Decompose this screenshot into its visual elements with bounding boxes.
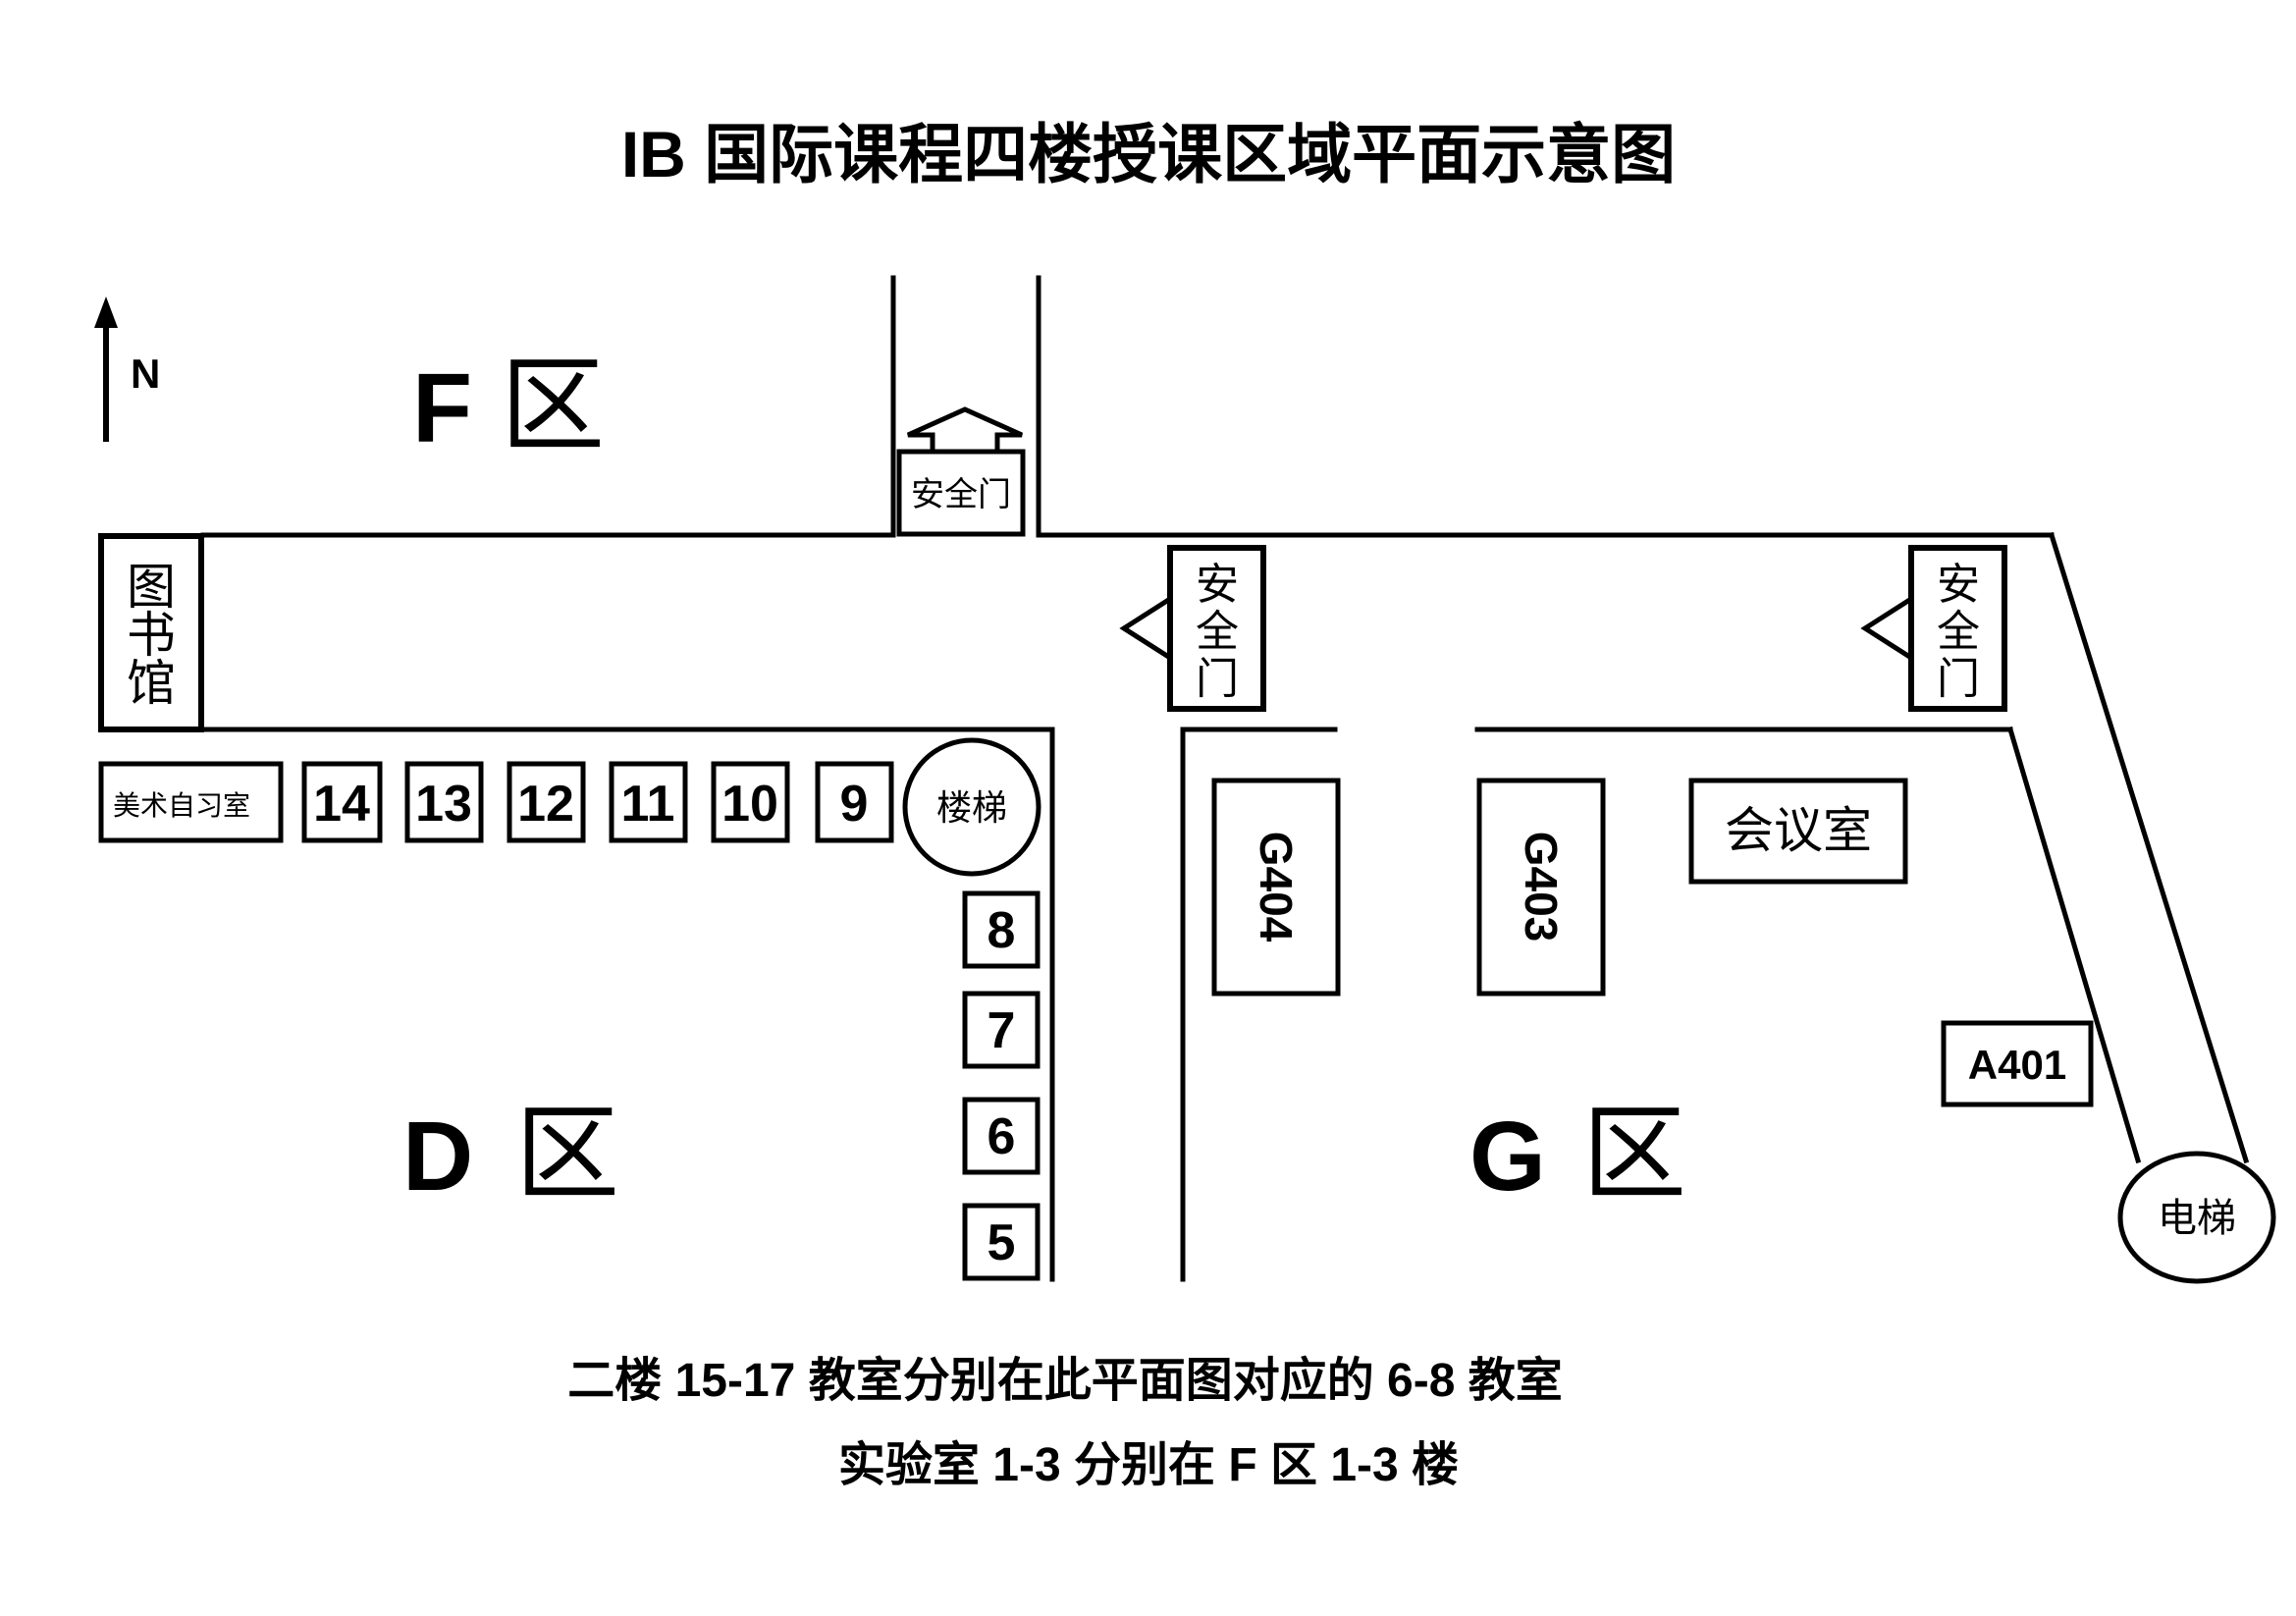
library-char-3: 馆 [127,655,176,712]
center-exit-char-3: 门 [1196,654,1239,704]
classroom-6 [962,1097,1041,1175]
center-exit-char-2: 全 [1196,607,1239,657]
stairs [902,737,1041,877]
classroom-10 [711,761,790,843]
classroom-8 [962,890,1041,969]
stairs-label: 楼梯 [936,788,1007,829]
north-safety-exit [896,449,1026,537]
elevator-label: 电梯 [2158,1196,2236,1241]
corridor-walls [200,275,2250,1282]
library-char-2: 书 [127,607,176,664]
classroom-5-label: 5 [988,1214,1016,1271]
room-g403-label: G403 [1516,832,1567,943]
east-exit-char-2: 全 [1937,607,1980,657]
map-title: IB 国际课程四楼授课区域平面示意图 [621,118,1676,190]
zone-f-suffix: 区 [501,346,605,466]
zone-d-label: D [402,1102,473,1212]
elevator [2117,1151,2276,1284]
north-exit-label: 安全门 [911,475,1011,514]
north-classroom-row: 14 13 12 11 10 9 [301,761,894,843]
classroom-5 [962,1203,1041,1281]
center-exit-arrow-icon [1119,589,1173,668]
library [98,533,204,732]
north-exit-arrow-icon [906,406,1024,455]
room-a401-label: A401 [1968,1042,2066,1088]
east-classroom-column: 8 7 6 5 [962,890,1041,1281]
east-exit-arrow-icon [1860,589,1914,668]
classroom-13-label: 13 [415,776,472,833]
room-a401 [1941,1020,2094,1107]
classroom-9-label: 9 [840,776,869,833]
art-study-room-label: 美术自习室 [113,789,250,822]
classroom-8-label: 8 [988,902,1016,959]
classroom-14 [301,761,383,843]
note-line-2: 实验室 1-3 分别在 F 区 1-3 楼 [838,1439,1459,1491]
center-safety-exit [1167,545,1266,712]
east-exit-char-1: 安 [1937,560,1980,610]
east-exit-char-3: 门 [1937,654,1980,704]
classroom-14-label: 14 [313,776,370,833]
east-safety-exit [1908,545,2007,712]
zone-d-suffix: 区 [515,1094,619,1214]
classroom-10-label: 10 [721,776,778,833]
zone-g-suffix: 区 [1582,1094,1686,1214]
meeting-room-label: 会议室 [1725,802,1872,859]
note-line-1: 二楼 15-17 教室分别在此平面图对应的 6-8 教室 [567,1355,1563,1407]
room-g403 [1476,778,1606,997]
room-g404 [1211,778,1341,997]
classroom-7-label: 7 [988,1002,1016,1059]
classroom-11 [609,761,688,843]
meeting-room [1688,778,1908,885]
library-char-1: 图 [127,559,176,616]
zone-g-label: G [1469,1102,1546,1212]
zone-f-label: F [412,353,472,463]
center-exit-char-1: 安 [1196,560,1239,610]
compass-label: N [131,350,160,397]
classroom-6-label: 6 [988,1108,1016,1165]
classroom-11-label: 11 [621,776,675,833]
classroom-13 [404,761,484,843]
art-study-room [98,761,284,843]
classroom-7 [962,991,1041,1069]
classroom-9 [815,761,894,843]
classroom-12 [507,761,586,843]
classroom-12-label: 12 [517,776,574,833]
north-arrow-icon [94,296,118,442]
room-g404-label: G404 [1251,832,1302,943]
